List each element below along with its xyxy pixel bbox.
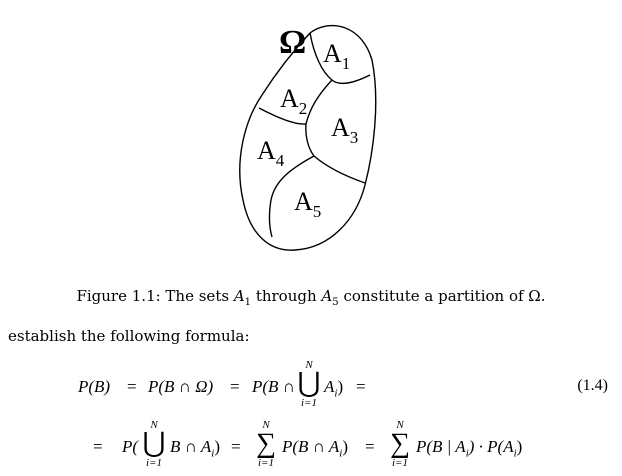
- eq2-sum1-lower: i=1: [258, 457, 274, 469]
- eq2-conditional: P(B | Ai) · P(Ai): [416, 437, 523, 460]
- eq1-equals-1: =: [127, 377, 137, 396]
- partition-diagram: Ω A1 A2 A3 A4 A5: [239, 24, 377, 251]
- eq1-union-operator: N ⋃ i=1: [296, 359, 322, 409]
- caption-set-first: A1: [233, 287, 252, 308]
- caption-prefix: Figure 1.1: The sets: [76, 287, 230, 305]
- a2-a3-boundary: [305, 79, 333, 125]
- caption-set-last: A5: [321, 287, 339, 308]
- equation-number: (1.4): [577, 377, 608, 394]
- eq2-union-lower: i=1: [146, 457, 162, 469]
- eq2-sum1-symbol: ∑: [256, 428, 276, 459]
- region-label-a1: A1: [323, 39, 350, 73]
- eq1-pb: P(B): [78, 377, 111, 396]
- partition-figure: Ω A1 A2 A3 A4 A5: [239, 24, 377, 251]
- region-label-a5: A5: [294, 187, 321, 221]
- region-label-a3: A3: [331, 113, 358, 147]
- eq2-bcapai: B ∩ Ai): [170, 437, 220, 460]
- eq2-equals-1: =: [231, 437, 241, 456]
- eq2-pbcapai: P(B ∩ Ai): [282, 437, 349, 460]
- omega-boundary: [239, 24, 377, 251]
- eq1-equals-2: =: [230, 377, 240, 396]
- eq2-union-symbol: ⋃: [142, 428, 166, 459]
- caption-suffix: constitute a partition of Ω.: [343, 287, 546, 305]
- eq1-equals-3: =: [356, 377, 366, 396]
- a3-a4-boundary: [305, 123, 315, 157]
- eq1-pbomega: P(B ∩ Ω): [148, 377, 214, 396]
- eq2-sum1-upper: N: [262, 419, 270, 431]
- a4-a5-boundary: [268, 155, 315, 238]
- eq2-sum2-symbol: ∑: [390, 428, 410, 459]
- eq1-union-upper: N: [305, 359, 313, 371]
- caption-middle: through: [255, 287, 317, 305]
- figure-caption: Figure 1.1: The sets A1 through A5 const…: [0, 287, 622, 308]
- a2-a4-boundary: [258, 107, 307, 125]
- eq2-equals-2: =: [365, 437, 375, 456]
- eq2-equals-0: =: [93, 437, 103, 456]
- eq2-union-upper: N: [150, 419, 158, 431]
- eq2-sum-operator-1: N ∑ i=1: [253, 419, 279, 469]
- eq2-sum-operator-2: N ∑ i=1: [387, 419, 413, 469]
- eq1-union-lower: i=1: [301, 397, 317, 409]
- eq1-pbcap: P(B ∩: [252, 377, 295, 396]
- eq2-sum2-upper: N: [396, 419, 404, 431]
- eq2-p-open: P(: [122, 437, 139, 456]
- eq2-sum2-lower: i=1: [392, 457, 408, 469]
- omega-label: Ω: [279, 24, 306, 61]
- body-text: establish the following formula:: [8, 327, 250, 345]
- a3-a5-boundary: [313, 155, 366, 184]
- eq1-union-symbol: ⋃: [297, 368, 321, 399]
- region-label-a2: A2: [280, 84, 307, 118]
- region-label-a4: A4: [257, 136, 285, 170]
- eq1-ai: Ai): [324, 377, 344, 400]
- eq2-union-operator: N ⋃ i=1: [141, 419, 167, 469]
